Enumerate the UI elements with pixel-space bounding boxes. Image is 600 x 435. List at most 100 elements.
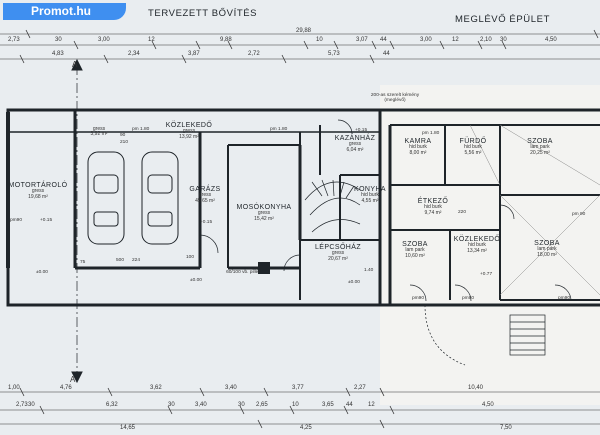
note-pillar: 60/100 vb. pillér	[226, 270, 260, 275]
dimension-label: 6,32	[106, 402, 118, 408]
ceiling-lines	[469, 124, 600, 296]
room-floor: lam park	[537, 246, 557, 253]
dim-220: 220	[458, 210, 467, 215]
dimension-label: 2,65	[256, 402, 268, 408]
room-area: 4,55 m²	[361, 197, 379, 204]
dimension-label: 4,50	[545, 37, 557, 43]
dimension-label: 10,40	[468, 385, 484, 391]
room-area: 18,00 m²	[537, 251, 557, 258]
room-etkezo: ÉTKEZŐ hid burk 9,74 m²	[410, 198, 456, 216]
note-chimney: 200-as szerelt kémény (meglévő)	[370, 93, 420, 104]
dimension-label: 12	[452, 37, 459, 43]
dim-75: 75	[80, 260, 86, 265]
entrance-stairs	[424, 304, 546, 366]
bottom-dimensions	[0, 387, 600, 429]
dimension-label: 1,00	[8, 385, 20, 391]
door-swings	[199, 119, 572, 302]
dim-210: 210	[120, 140, 129, 145]
dimension-label: 12	[368, 402, 375, 408]
pm-180-a: pm 1.80	[132, 127, 150, 132]
room-floor: lam park	[405, 247, 425, 254]
dimension-label: 4,83	[52, 51, 64, 57]
dimension-label: 2,73	[8, 37, 20, 43]
room-floor: gress	[31, 188, 45, 195]
dimension-label: 3,87	[188, 51, 200, 57]
dimension-label: 30	[55, 37, 62, 43]
header-planned-extension: TERVEZETT BŐVÍTÉS	[148, 8, 258, 19]
dimension-label: 7,50	[500, 425, 512, 431]
dimension-label: 44	[383, 51, 390, 57]
dimension-label: 10	[316, 37, 323, 43]
room-area: 13,34 m²	[467, 247, 487, 254]
room-kozlekedo-2: KÖZLEKEDŐ hid burk 13,34 m²	[450, 236, 504, 254]
walls	[6, 108, 600, 307]
staircase	[304, 179, 361, 233]
room-area: 13,92 m²	[179, 133, 199, 140]
dimension-label: 4,50	[482, 402, 494, 408]
room-area: 10,60 m²	[405, 252, 425, 259]
dimension-label: 9,88	[220, 37, 232, 43]
room-name: KAZÁNHÁZ	[334, 135, 376, 142]
pm-180-b: pm 1.80	[270, 127, 288, 132]
room-name: KAMRA	[404, 138, 432, 145]
dimension-label: 3,07	[356, 37, 368, 43]
room-szoba-3: SZOBA lam park 18,00 m²	[522, 240, 572, 258]
room-area: 5,56 m²	[464, 149, 482, 156]
room-floor: hid burk	[464, 144, 482, 151]
room-name: SZOBA	[534, 240, 560, 247]
room-area: 8,00 m²	[409, 149, 427, 156]
room-name: KONYHA	[354, 186, 386, 193]
room-floor: gress	[348, 141, 362, 148]
existing-building-zone	[380, 85, 600, 405]
dimension-label: 3,00	[98, 37, 110, 43]
room-name: LÉPCSŐHÁZ	[315, 244, 361, 251]
dimension-label: 4,25	[300, 425, 312, 431]
pm-180-c: pm 1.80	[422, 131, 440, 136]
dim-90: 90	[120, 133, 126, 138]
room-area: 15,42 m²	[254, 215, 274, 222]
promot-badge[interactable]: Promot.hu	[3, 3, 126, 20]
room-kazanhaz: KAZÁNHÁZ gress 6,04 m²	[332, 135, 378, 153]
pm-90-e: pm90	[558, 296, 570, 301]
top-dimensions	[0, 29, 600, 64]
room-floor: gress	[198, 192, 212, 199]
dimension-label: 30	[168, 402, 175, 408]
dimension-label: 30	[238, 402, 245, 408]
level-000-a: ±0.00	[36, 270, 48, 275]
room-name: GARÁZS	[189, 186, 221, 193]
room-name: KÖZLEKEDŐ	[453, 236, 501, 243]
level-015-b: +0.15	[200, 220, 213, 225]
pm-90-b: pm90	[412, 296, 424, 301]
dim-top-total: 29,88	[296, 28, 312, 34]
room-furdo: FÜRDŐ hid burk 5,56 m²	[450, 138, 496, 156]
room-floor: gress	[92, 126, 106, 132]
dimension-label: 2,34	[128, 51, 140, 57]
dimension-label: 2,73	[16, 402, 28, 408]
section-mark-a-bottom: A	[70, 375, 76, 384]
room-floor: gress	[182, 128, 196, 135]
room-motortarolo: MOTORTÁROLÓ gress 19,68 m²	[8, 182, 68, 200]
pm-90-a: pm90	[10, 218, 22, 223]
room-area: 6,04 m²	[346, 146, 364, 153]
room-area: 9,74 m²	[424, 209, 442, 216]
room-floor: gress	[257, 210, 271, 217]
level-000-c: ±0.00	[348, 280, 360, 285]
dimension-label: 30	[28, 402, 35, 408]
dimension-label: 3,62	[150, 385, 162, 391]
dimension-label: 30	[500, 37, 507, 43]
concrete-pillar	[258, 262, 270, 274]
room-name: SZOBA	[402, 241, 428, 248]
dimension-label: 2,10	[480, 37, 492, 43]
room-konyha: KONYHA hid burk 4,55 m²	[350, 186, 390, 204]
room-area: 3,92 m²	[90, 131, 108, 138]
dimension-label: 3,40	[225, 385, 237, 391]
dim-500: 500	[116, 258, 125, 263]
room-garazs: GARÁZS gress 45,65 m²	[182, 186, 228, 204]
room-szoba-2: SZOBA lam park 10,60 m²	[392, 241, 438, 259]
dimension-label: 44	[380, 37, 387, 43]
room-name: ÉTKEZŐ	[417, 198, 449, 205]
dimension-label: 3,77	[292, 385, 304, 391]
dimension-label: 12	[148, 37, 155, 43]
dimension-label: 44	[346, 402, 353, 408]
